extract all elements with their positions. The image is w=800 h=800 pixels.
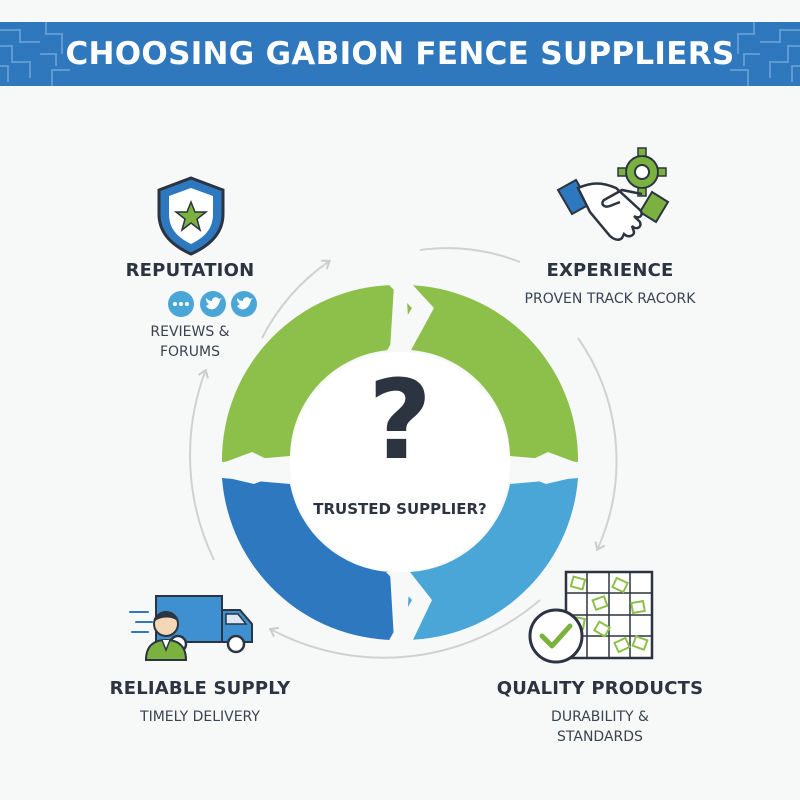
node-subtitle: TIMELY DELIVERY: [140, 709, 260, 725]
bird-icon-1: [200, 291, 226, 317]
gabion-mesh-check-icon: [564, 570, 654, 660]
arrow-right: [577, 337, 618, 552]
arrow-top: [261, 259, 332, 339]
banner-pattern-left: [0, 22, 70, 86]
node-reputation: REPUTATION: [110, 260, 270, 281]
page-title: CHOOSING GABION FENCE SUPPLIERS: [65, 36, 735, 72]
node-experience: EXPERIENCE PROVEN TRACK RACORK: [510, 260, 710, 309]
driver-person-icon: [144, 611, 188, 661]
title-banner: CHOOSING GABION FENCE SUPPLIERS: [0, 22, 800, 86]
delivery-truck-icon: [129, 595, 253, 654]
node-title: QUALITY PRODUCTS: [496, 678, 704, 699]
node-subtitle: PROVEN TRACK RACORK: [524, 291, 696, 307]
node-title: REPUTATION: [125, 260, 255, 281]
arrow-top-right: [419, 247, 521, 263]
node-title: RELIABLE SUPPLY: [109, 678, 291, 699]
chat-bubble-icon: [168, 291, 194, 317]
ring-segment-blue-left: [222, 478, 394, 640]
handshake-gear-icon: [556, 147, 670, 241]
question-mark: ?: [368, 356, 432, 484]
bird-icon-2: [231, 291, 257, 317]
node-quality: QUALITY PRODUCTS DURABILITY & STANDARDS: [495, 678, 705, 747]
banner-pattern-right: [730, 22, 800, 86]
node-subtitle-line1: REVIEWS &: [150, 324, 230, 340]
node-title: EXPERIENCE: [546, 260, 674, 281]
ring-segment-blue-right: [406, 478, 578, 640]
node-supply: RELIABLE SUPPLY TIMELY DELIVERY: [100, 678, 300, 727]
ring: [220, 282, 580, 642]
node-subtitle-line1: DURABILITY &: [551, 709, 649, 725]
arrow-left: [189, 368, 215, 561]
node-reputation-subtitle: REVIEWS & FORUMS: [120, 322, 260, 362]
check-badge-icon: [528, 608, 584, 664]
ring-segment-green-left: [221, 285, 394, 462]
shield-star-icon: [157, 176, 225, 256]
node-subtitle-line2: FORUMS: [159, 344, 220, 360]
arrow-bottom: [268, 599, 541, 659]
ring-segment-green-right: [406, 285, 579, 462]
node-subtitle-line2: STANDARDS: [557, 729, 643, 745]
center-label: TRUSTED SUPPLIER?: [313, 500, 487, 518]
